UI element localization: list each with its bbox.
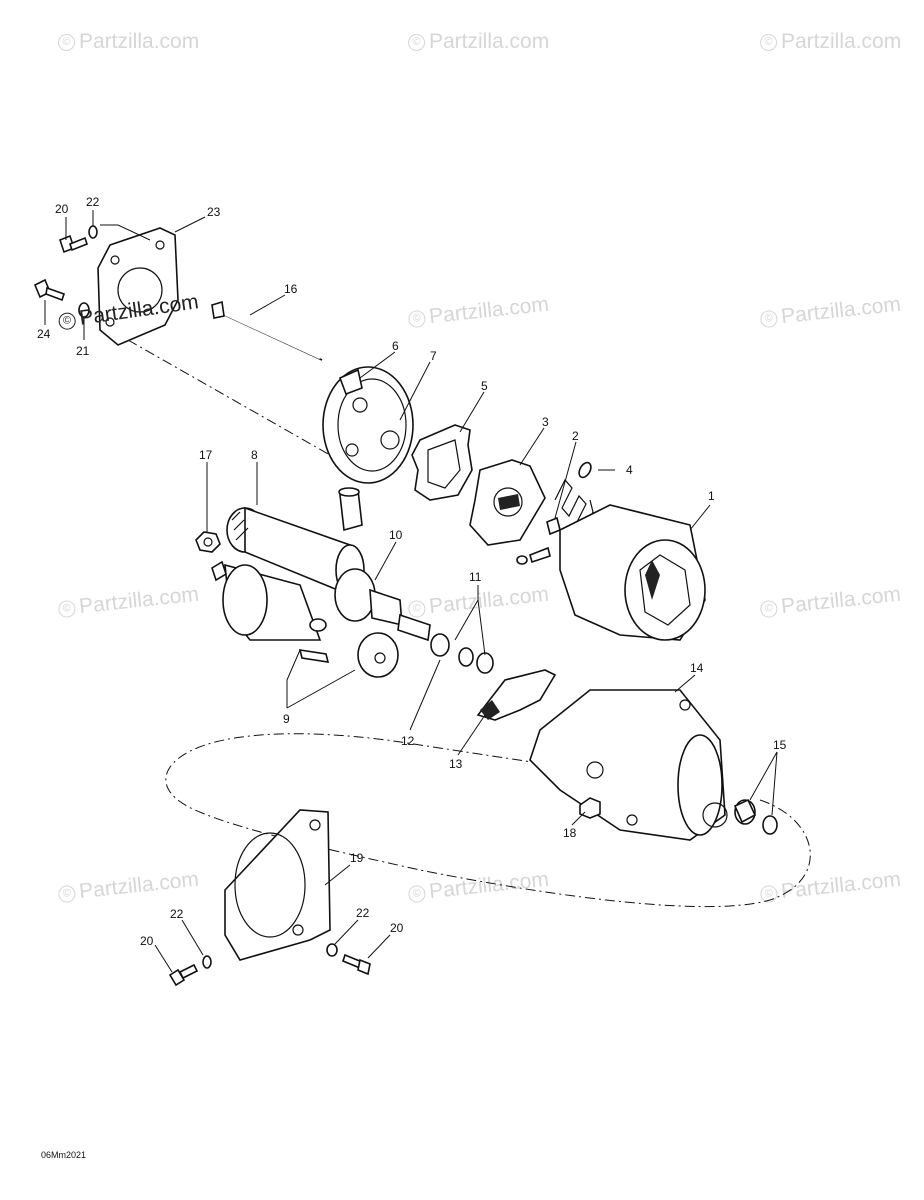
callout-2: 2 (572, 429, 579, 443)
callout-3: 3 (542, 415, 549, 429)
assembly-dashed-loop (165, 733, 811, 908)
part-9-solenoid (211, 560, 330, 663)
part-2-brush (546, 516, 561, 536)
copyright-icon: © (760, 34, 777, 51)
part-18-nut (579, 797, 601, 819)
part-14-drive-housing (529, 689, 728, 841)
callout-18: 18 (563, 826, 577, 840)
part-11-ring-a (458, 647, 474, 667)
callout-20-top: 20 (55, 202, 69, 216)
callout-12: 12 (401, 734, 415, 748)
callout-19: 19 (350, 851, 364, 865)
watermark: ©Partzilla.com (760, 30, 901, 54)
part-20-bolt-bottom-right (342, 953, 371, 976)
part-20-bolt-bottom-left (168, 963, 199, 987)
callout-22-bottom-right: 22 (356, 906, 370, 920)
callout-17: 17 (199, 448, 213, 462)
callout-16: 16 (284, 282, 298, 296)
part-7-sleeve (338, 487, 363, 532)
part-3-brush-holder (469, 459, 546, 546)
part-22-washer-bottom-right (326, 943, 338, 957)
assembly-dashed-line (127, 339, 331, 456)
callout-20-bottom-left: 20 (140, 934, 154, 948)
callout-13: 13 (449, 757, 463, 771)
part-22-washer-bottom-left (202, 955, 212, 969)
part-13-lever (476, 669, 557, 721)
copyright-icon: © (57, 311, 77, 331)
part-24-bolt (33, 278, 66, 302)
callout-8: 8 (251, 448, 258, 462)
callout-24: 24 (37, 327, 51, 341)
part-2-screw (516, 546, 551, 565)
callout-23: 23 (207, 205, 221, 219)
part-1-yoke (559, 504, 706, 641)
watermark: ©Partzilla.com (408, 30, 549, 54)
copyright-icon: © (58, 34, 75, 51)
callout-4: 4 (626, 463, 633, 477)
copyright-icon: © (408, 34, 425, 51)
part-6-end-cover (322, 366, 414, 484)
part-15-bushing (733, 798, 757, 825)
leader-lines (44, 210, 778, 973)
callout-15: 15 (773, 738, 787, 752)
part-22-washer-top (88, 225, 98, 239)
callout-11: 11 (469, 570, 482, 584)
drawing-code: 06Mm2021 (41, 1150, 87, 1160)
part-12-ring (430, 633, 450, 657)
watermark: ©Partzilla.com (58, 30, 199, 54)
part-10-pinion (334, 568, 431, 642)
part-15-ring (762, 815, 778, 835)
part-23-bracket (97, 227, 179, 346)
part-20-bolt-top (59, 234, 88, 254)
callout-9: 9 (283, 712, 290, 726)
callout-20-bottom-right: 20 (390, 921, 404, 935)
callout-6: 6 (392, 339, 399, 353)
callout-10: 10 (389, 528, 403, 542)
part-11-ring-b (476, 652, 494, 674)
part-5-brush-plate (411, 424, 473, 501)
callout-21: 21 (76, 344, 90, 358)
callout-5: 5 (481, 379, 488, 393)
callout-22-top: 22 (86, 195, 100, 209)
part-19-plate (224, 809, 331, 961)
callout-7: 7 (430, 349, 437, 363)
callout-22-bottom-left: 22 (170, 907, 184, 921)
callout-1: 1 (708, 489, 715, 503)
part-17-nut (195, 531, 221, 553)
part-16-through-bolt (211, 300, 323, 361)
callout-14: 14 (690, 661, 704, 675)
part-9-cap (357, 632, 399, 678)
